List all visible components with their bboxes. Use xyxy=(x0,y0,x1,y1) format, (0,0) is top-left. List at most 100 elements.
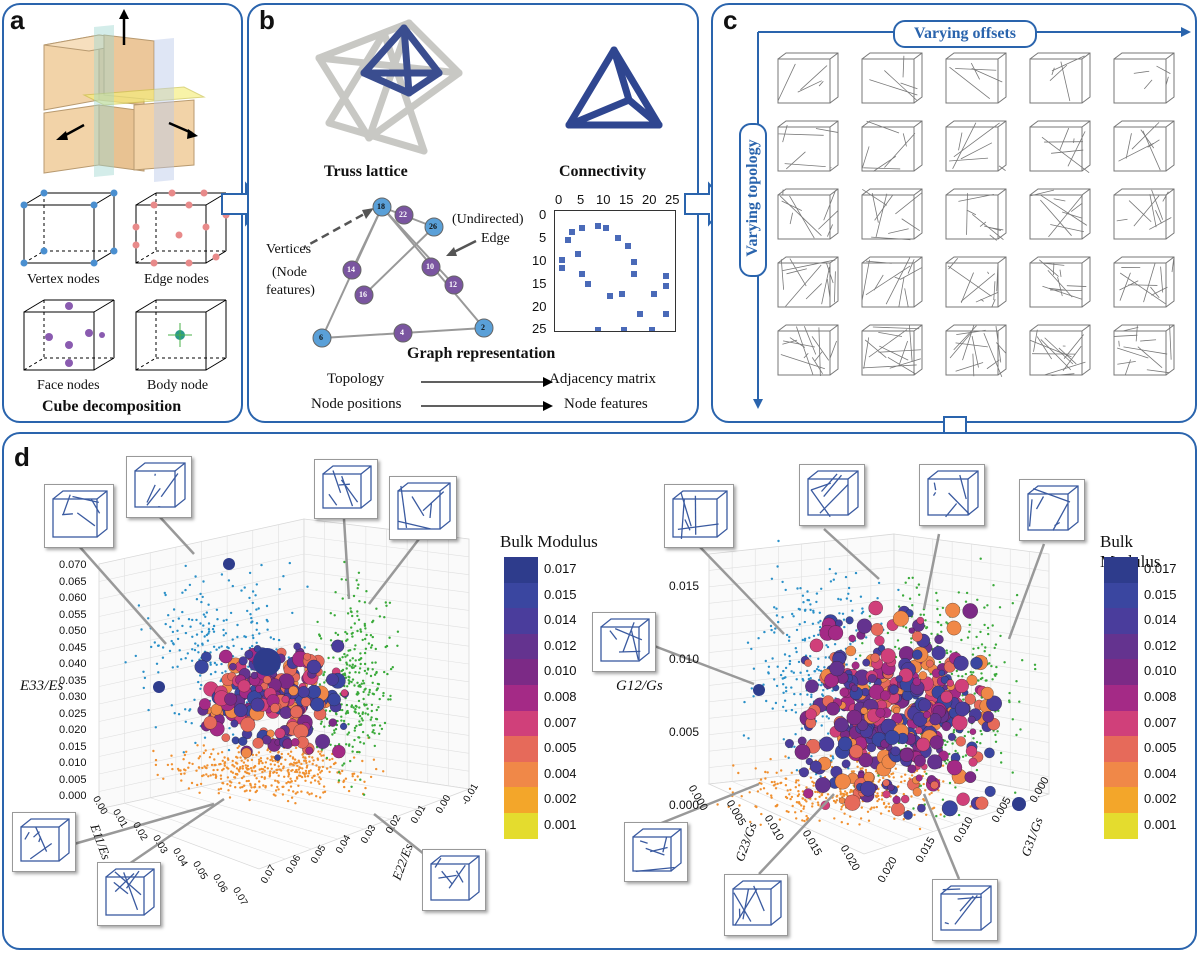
scatter-point xyxy=(818,611,821,614)
cube-decomposition-caption: Cube decomposition xyxy=(42,398,182,415)
scatter-point xyxy=(346,733,349,736)
scatter-point xyxy=(252,636,255,640)
scatter-point xyxy=(282,575,285,578)
colorbar-segment xyxy=(1104,812,1138,839)
scatter-point xyxy=(142,670,145,673)
scatter-point xyxy=(915,769,919,772)
scatter-sphere xyxy=(892,795,901,804)
scatter-point xyxy=(845,663,848,666)
scatter-point xyxy=(316,758,320,761)
scatter-point xyxy=(297,784,300,787)
scatter-point xyxy=(353,726,357,730)
scatter-point xyxy=(357,699,361,703)
scatter-point xyxy=(177,713,181,716)
scatter-point xyxy=(1018,700,1021,703)
scatter-point xyxy=(342,719,346,723)
scatter-sphere xyxy=(927,754,943,770)
left-y-tick: 0.070 xyxy=(59,559,87,571)
scatter-point xyxy=(384,601,387,604)
scatter-point xyxy=(202,580,205,583)
scatter-point xyxy=(289,777,292,780)
lattice-grid xyxy=(777,52,1175,378)
scatter-point xyxy=(951,742,954,745)
scatter-point xyxy=(994,740,998,743)
scatter-point xyxy=(356,681,359,684)
scatter-point xyxy=(843,812,846,815)
scatter-point xyxy=(217,792,220,795)
scatter-point xyxy=(887,809,891,813)
scatter-point xyxy=(347,744,351,747)
colorbar-tick: 0.017 xyxy=(1144,561,1177,576)
scatter-point xyxy=(799,587,802,590)
scatter-point xyxy=(307,772,311,775)
scatter-point xyxy=(984,679,987,682)
scatter-point xyxy=(389,698,392,701)
scatter-point xyxy=(250,786,253,789)
scatter-point xyxy=(383,721,387,725)
scatter-point xyxy=(357,618,361,621)
scatter-point xyxy=(817,621,820,624)
scatter-point xyxy=(217,752,220,755)
scatter-point xyxy=(345,703,349,707)
scatter-point xyxy=(850,770,854,773)
leader-line xyxy=(128,797,225,866)
scatter-point xyxy=(207,632,210,635)
scatter-point xyxy=(263,765,267,769)
scatter-point xyxy=(760,782,763,785)
scatter-point xyxy=(771,657,774,660)
scatter-point xyxy=(952,731,955,734)
scatter-point xyxy=(930,632,933,635)
scatter-point xyxy=(807,673,810,677)
scatter-point xyxy=(262,784,265,787)
scatter-point xyxy=(220,645,223,648)
adjacency-matrix-label: Adjacency matrix xyxy=(549,371,657,387)
node-features-label: Node features xyxy=(564,396,648,412)
scatter-point xyxy=(274,789,278,792)
scatter-sphere xyxy=(913,754,926,767)
scatter-point xyxy=(258,760,261,763)
leader-line xyxy=(658,782,760,826)
scatter-point xyxy=(957,591,960,594)
scatter-sphere xyxy=(947,732,956,741)
scatter-point xyxy=(817,803,820,807)
scatter-point xyxy=(354,664,357,668)
scatter-point xyxy=(980,643,984,646)
colorbar-segment xyxy=(1104,787,1138,813)
scatter-point xyxy=(897,605,901,608)
scatter-sphere xyxy=(930,780,939,790)
scatter-point xyxy=(380,727,384,731)
scatter-point xyxy=(811,802,814,805)
scatter-point xyxy=(270,784,273,787)
scatter-sphere xyxy=(858,753,873,768)
scatter-point xyxy=(345,661,348,664)
scatter-point xyxy=(260,767,263,771)
scatter-point xyxy=(350,785,353,788)
scatter-point xyxy=(925,772,928,775)
scatter-point xyxy=(373,744,376,748)
scatter-point xyxy=(861,767,864,770)
scatter-point xyxy=(861,607,864,610)
lattice-thumbnail xyxy=(945,120,1007,172)
scatter-point xyxy=(877,581,881,585)
scatter-point xyxy=(1011,718,1014,721)
lattice-thumbnail xyxy=(134,462,186,508)
scatter-sphere xyxy=(918,671,928,680)
scatter-point xyxy=(254,790,257,794)
matrix-x-tick: 0 xyxy=(555,192,563,207)
scatter-point xyxy=(371,668,374,671)
scatter-point xyxy=(195,598,199,601)
scatter-point xyxy=(882,802,886,806)
scatter-point xyxy=(219,777,223,780)
scatter-point xyxy=(915,586,918,589)
scatter-point xyxy=(852,770,855,773)
scatter-sphere xyxy=(238,736,248,746)
scatter-point xyxy=(206,764,209,767)
scatter-point xyxy=(377,706,380,709)
scatter-point xyxy=(318,776,321,779)
scatter-sphere xyxy=(969,728,977,735)
scatter-point xyxy=(764,777,767,780)
scatter-point xyxy=(182,758,185,761)
scatter-point xyxy=(750,647,753,651)
scatter-point xyxy=(865,636,868,639)
scatter-sphere xyxy=(945,602,961,618)
